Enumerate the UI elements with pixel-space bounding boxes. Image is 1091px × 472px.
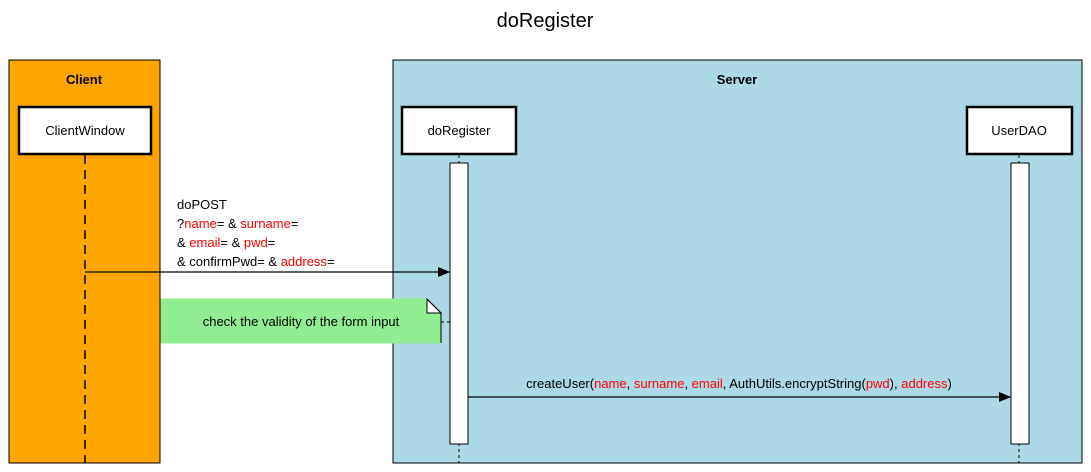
do-register-label: doRegister (428, 123, 492, 138)
do-register-activation (449, 162, 469, 445)
participant-client-window: ClientWindow (17, 105, 153, 463)
participant-do-register: doRegister (400, 105, 518, 463)
do-post-label-line2: ?name= & surname= (177, 216, 298, 231)
client-window-label: ClientWindow (45, 123, 125, 138)
message-do-post: doPOST ?name= & surname= & email= & pwd=… (85, 197, 450, 277)
validation-note: check the validity of the form input (160, 297, 450, 344)
create-user-label: createUser(name, surname, email, AuthUti… (526, 376, 952, 391)
user-dao-activation (1010, 162, 1030, 445)
user-dao-label: UserDAO (991, 123, 1047, 138)
message-create-user: createUser(name, surname, email, AuthUti… (468, 376, 1011, 402)
do-post-label-line4: & confirmPwd= & address= (177, 254, 335, 269)
participant-user-dao: UserDAO (965, 105, 1074, 463)
do-post-label-line1: doPOST (177, 197, 227, 212)
server-lane-label: Server (717, 72, 757, 87)
do-post-label-line3: & email= & pwd= (177, 235, 275, 250)
note-text: check the validity of the form input (203, 314, 400, 329)
diagram-title: doRegister (497, 10, 594, 32)
client-lane-label: Client (66, 72, 103, 87)
